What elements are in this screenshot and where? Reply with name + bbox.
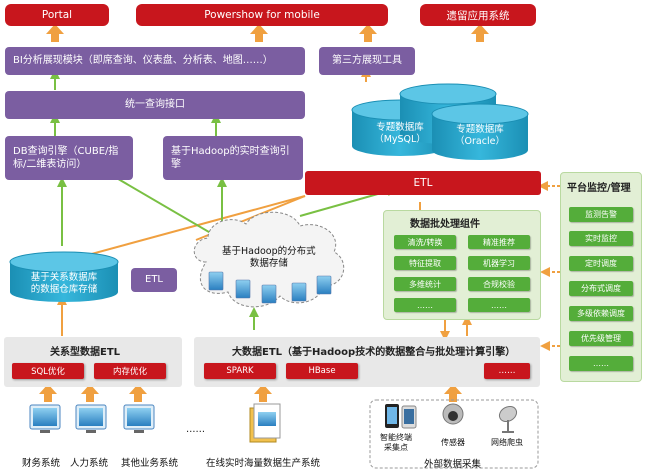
topic-db-oracle-line1: 专题数据库 — [456, 124, 504, 135]
warehouse-storage: 基于关系数据库 的数据仓库存储 — [14, 272, 114, 297]
etl-item-sql-opt: SQL优化 — [12, 363, 84, 379]
batch-item-clean: 清洗/转换 — [394, 235, 456, 249]
third-party-tools-label: 第三方展现工具 — [332, 55, 402, 67]
topic-db-mysql-line1: 专题数据库 — [376, 122, 424, 133]
hadoop-query-engine-box: 基于Hadoop的实时查询引擎 — [163, 136, 303, 180]
monitor-item-more: …… — [569, 356, 633, 371]
platform-monitor-panel: 平台监控/管理 监测告警 实时监控 定时调度 分布式调度 多级依赖调度 优先级管… — [560, 172, 642, 382]
topic-db-mysql: 专题数据库 （MySQL） — [360, 122, 440, 147]
bigdata-etl-panel: 大数据ETL（基于Hadoop技术的数据整合与批处理计算引擎） SPARK HB… — [194, 337, 540, 387]
batch-item-more-1: …… — [394, 298, 456, 312]
db-query-engine-box: DB查询引擎（CUBE/指标/二维表访问） — [5, 136, 133, 180]
etl-small-label: ETL — [145, 274, 163, 286]
monitor-item-realtime: 实时监控 — [569, 231, 633, 246]
etl-item-more: …… — [484, 363, 530, 379]
batch-item-feature: 特征提取 — [394, 256, 456, 270]
etl-main-label: ETL — [413, 177, 433, 189]
topic-db-mysql-line2: （MySQL） — [374, 134, 426, 146]
bi-module-box: BI分析展现模块（即席查询、仪表盘、分析表、地图……） — [5, 47, 305, 75]
bigdata-etl-title: 大数据ETL（基于Hadoop技术的数据整合与批处理计算引擎） — [232, 347, 516, 358]
warehouse-cylinder — [9, 251, 119, 302]
batch-item-olap: 多维统计 — [394, 277, 456, 291]
etl-item-hbase: HBase — [286, 363, 358, 379]
etl-item-memory-opt: 内存优化 — [94, 363, 166, 379]
batch-item-more-2: …… — [468, 298, 530, 312]
relational-etl-title: 关系型数据ETL — [50, 347, 121, 358]
relational-etl-panel: 关系型数据ETL SQL优化 内存优化 — [4, 337, 182, 387]
monitor-item-distributed: 分布式调度 — [569, 281, 633, 296]
warehouse-line1: 基于关系数据库 — [30, 272, 98, 283]
topic-db-oracle: 专题数据库 （Oracle） — [440, 124, 520, 149]
batch-components-panel: 数据批处理组件 清洗/转换 精准推荐 特征提取 机器学习 多维统计 合规校验 …… — [383, 210, 541, 320]
source-hr: 人力系统 — [70, 458, 109, 469]
source-sensor: 传感器 — [441, 438, 465, 447]
monitor-item-scheduled: 定时调度 — [569, 256, 633, 271]
source-crawler: 网络爬虫 — [491, 438, 523, 447]
monitor-item-priority: 优先级管理 — [569, 331, 633, 346]
hadoop-cloud — [193, 211, 345, 308]
source-other: 其他业务系统 — [121, 458, 179, 469]
powershow-label: Powershow for mobile — [204, 9, 320, 21]
powershow-box: Powershow for mobile — [136, 4, 388, 26]
source-finance: 财务系统 — [22, 458, 61, 469]
etl-small-box: ETL — [131, 268, 177, 292]
batch-components-title: 数据批处理组件 — [410, 219, 480, 230]
source-dots: …… — [186, 424, 205, 435]
orange-up-arrows — [39, 24, 489, 402]
legacy-apps-box: 遗留应用系统 — [420, 4, 536, 26]
smart-device-icon — [385, 404, 417, 429]
unified-query-label: 统一查询接口 — [125, 99, 185, 111]
topic-db-oracle-line2: （Oracle） — [455, 136, 505, 148]
monitor-item-alert: 监测告警 — [569, 207, 633, 222]
source-online: 在线实时海量数据生产系统 — [206, 458, 321, 469]
portal-box: Portal — [5, 4, 109, 26]
batch-item-compliance: 合规校验 — [468, 277, 530, 291]
etl-item-spark: SPARK — [204, 363, 276, 379]
unified-query-box: 统一查询接口 — [5, 91, 305, 119]
sensor-camera-icon — [442, 403, 464, 425]
external-data-boundary — [369, 399, 539, 469]
source-smart-device: 智能终端 采集点 — [380, 433, 412, 452]
third-party-tools-box: 第三方展现工具 — [319, 47, 415, 75]
batch-item-ml: 机器学习 — [468, 256, 530, 270]
monitor-icons — [29, 403, 281, 443]
legacy-apps-label: 遗留应用系统 — [446, 9, 510, 22]
monitor-item-dependency: 多级依赖调度 — [569, 306, 633, 321]
topic-db-oracle-cylinder — [399, 83, 529, 160]
hadoop-storage-line1: 基于Hadoop的分布式 — [222, 246, 316, 257]
portal-label: Portal — [41, 9, 73, 21]
hadoop-storage: 基于Hadoop的分布式 数据存储 — [222, 246, 316, 271]
source-smart-device-line2: 采集点 — [384, 442, 408, 452]
hadoop-storage-line2: 数据存储 — [249, 258, 288, 270]
etl-main-bar: ETL — [305, 171, 541, 195]
warehouse-line2: 的数据仓库存储 — [30, 284, 98, 296]
source-smart-device-line1: 智能终端 — [380, 433, 412, 442]
platform-monitor-title: 平台监控/管理 — [567, 183, 631, 194]
db-query-engine-label: DB查询引擎（CUBE/指标/二维表访问） — [13, 145, 119, 171]
external-data-label: 外部数据采集 — [424, 459, 482, 470]
batch-item-recommend: 精准推荐 — [468, 235, 530, 249]
hadoop-query-engine-label: 基于Hadoop的实时查询引擎 — [171, 145, 290, 171]
bi-module-label: BI分析展现模块（即席查询、仪表盘、分析表、地图……） — [13, 55, 273, 67]
crawler-dish-icon — [498, 405, 518, 433]
